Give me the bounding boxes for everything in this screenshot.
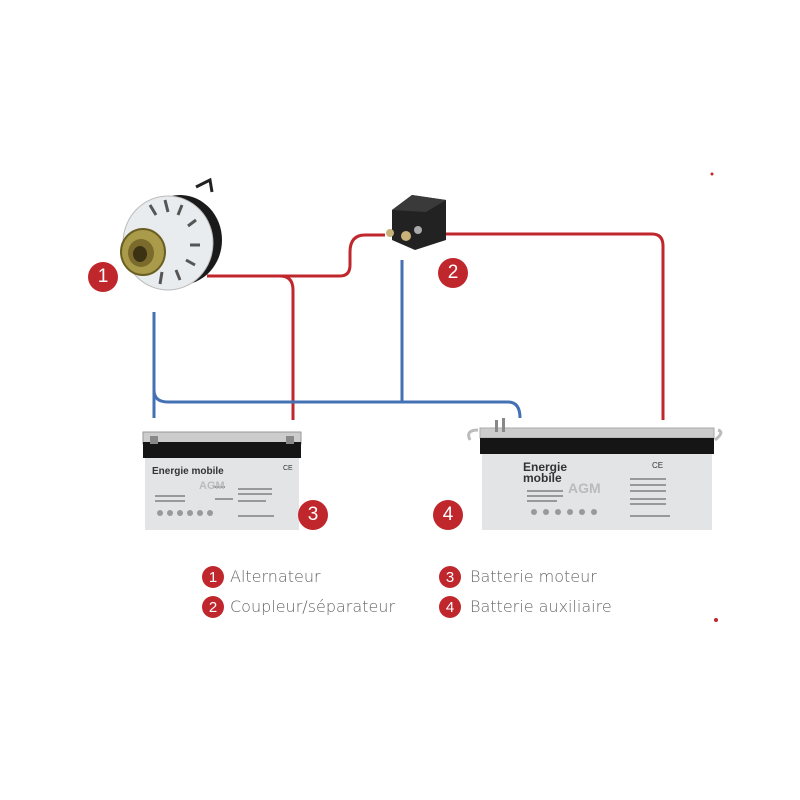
red-wire-coupler-to-aux-battery bbox=[446, 232, 665, 420]
legend-badge-1: 1 bbox=[202, 566, 224, 588]
engine-battery-image bbox=[142, 431, 302, 530]
aux-battery-type: AGM bbox=[568, 480, 601, 496]
engine-battery-ce: CE bbox=[283, 465, 293, 472]
auxiliary-battery-image bbox=[467, 418, 723, 530]
legend-badge-4: 4 bbox=[439, 596, 461, 618]
badge-engine-battery: 3 bbox=[298, 500, 328, 530]
engine-battery-type: AGM bbox=[199, 480, 225, 492]
badge-alternator: 1 bbox=[88, 262, 118, 292]
legend-badge-3: 3 bbox=[439, 566, 461, 588]
legend-badge-2: 2 bbox=[202, 596, 224, 618]
badge-coupler: 2 bbox=[438, 258, 468, 288]
legend-label-coupler: Coupleur/séparateur bbox=[230, 597, 396, 616]
aux-battery-brand: Energie mobile bbox=[523, 460, 568, 485]
blue-wire-common-ground bbox=[152, 389, 522, 419]
legend-label-aux-battery: Batterie auxiliaire bbox=[470, 597, 612, 616]
decorative-dot bbox=[710, 172, 714, 176]
alternator-image bbox=[120, 177, 222, 291]
engine-battery-brand: Energie mobile bbox=[152, 466, 224, 477]
aux-battery-ce: CE bbox=[652, 461, 664, 470]
decorative-dot bbox=[714, 618, 718, 622]
coupler-image bbox=[386, 195, 446, 250]
red-wire-alternator-to-coupler bbox=[207, 233, 385, 278]
legend-label-engine-battery: Batterie moteur bbox=[470, 567, 597, 586]
legend-label-alternator: Alternateur bbox=[230, 567, 321, 586]
badge-aux-battery: 4 bbox=[433, 500, 463, 530]
red-wire-to-engine-battery bbox=[279, 274, 295, 420]
